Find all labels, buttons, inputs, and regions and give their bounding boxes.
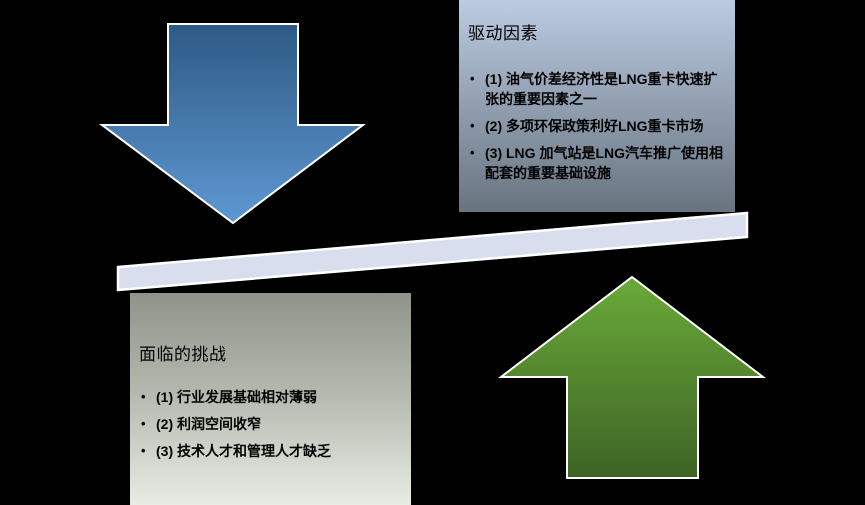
bullet-text: (1) 行业发展基础相对薄弱: [156, 389, 317, 405]
bullet-text: (2) 利润空间收窄: [156, 416, 261, 432]
bullet-icon: •: [470, 71, 475, 86]
driving-factors-title: 驱动因素: [468, 24, 538, 43]
bullet-text: (3) 技术人才和管理人才缺乏: [156, 443, 331, 459]
list-item: • (2) 多项环保政策利好LNG重卡市场: [470, 116, 727, 136]
down-arrow-icon: [98, 23, 366, 225]
challenges-panel: 面临的挑战 • (1) 行业发展基础相对薄弱 • (2) 利润空间收窄 • (3…: [130, 293, 411, 505]
bullet-icon: •: [141, 416, 146, 431]
bullet-text: (2) 多项环保政策利好LNG重卡市场: [485, 118, 704, 134]
balance-beam: [116, 211, 749, 292]
challenges-list: • (1) 行业发展基础相对薄弱 • (2) 利润空间收窄 • (3) 技术人才…: [139, 387, 403, 461]
bullet-text: (3) LNG 加气站是LNG汽车推广使用相配套的重要基础设施: [485, 145, 723, 181]
bullet-icon: •: [470, 145, 475, 160]
list-item: • (2) 利润空间收窄: [141, 414, 403, 434]
driving-factors-list: • (1) 油气价差经济性是LNG重卡快速扩张的重要因素之一 • (2) 多项环…: [468, 69, 727, 183]
challenges-title: 面临的挑战: [139, 345, 227, 364]
list-item: • (3) 技术人才和管理人才缺乏: [141, 441, 403, 461]
bullet-icon: •: [141, 389, 146, 404]
bullet-icon: •: [141, 443, 146, 458]
driving-factors-panel: 驱动因素 • (1) 油气价差经济性是LNG重卡快速扩张的重要因素之一 • (2…: [459, 0, 735, 212]
bullet-icon: •: [470, 118, 475, 133]
bullet-text: (1) 油气价差经济性是LNG重卡快速扩张的重要因素之一: [485, 71, 718, 107]
list-item: • (3) LNG 加气站是LNG汽车推广使用相配套的重要基础设施: [470, 143, 727, 183]
list-item: • (1) 行业发展基础相对薄弱: [141, 387, 403, 407]
list-item: • (1) 油气价差经济性是LNG重卡快速扩张的重要因素之一: [470, 69, 727, 109]
up-arrow-icon: [498, 275, 766, 479]
